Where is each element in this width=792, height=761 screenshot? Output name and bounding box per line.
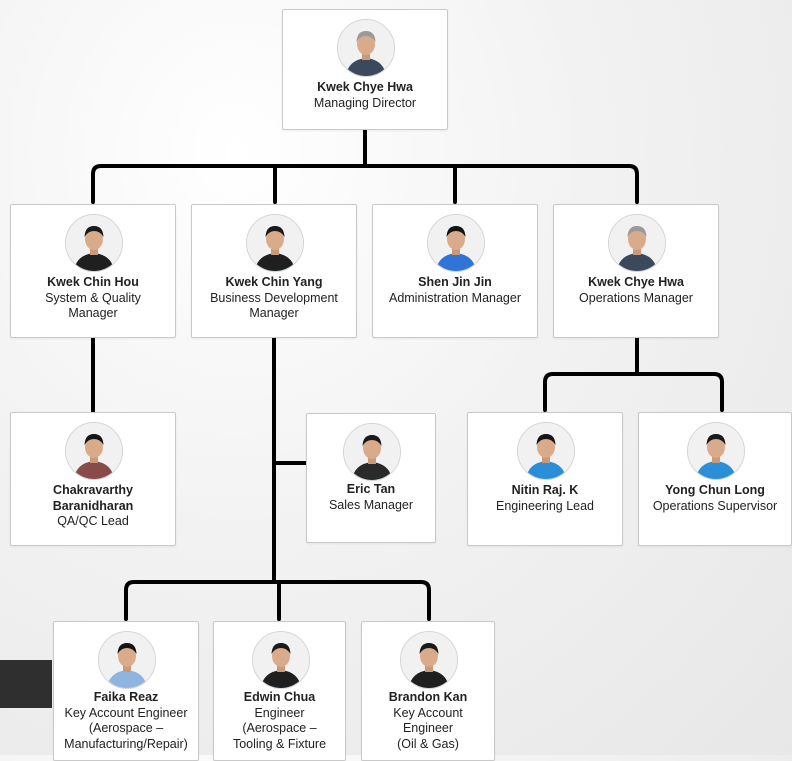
card-system-quality-manager: Kwek Chin Hou System & Quality Manager bbox=[10, 204, 176, 338]
card-key-account-engineer-aerospace: Faika Reaz Key Account Engineer (Aerospa… bbox=[53, 621, 199, 761]
avatar-photo bbox=[337, 19, 395, 77]
connector-top-bar bbox=[91, 164, 639, 204]
person-name: Kwek Chye Hwa bbox=[588, 275, 684, 289]
person-portrait-icon bbox=[518, 423, 574, 479]
card-operations-supervisor: Yong Chun Long Operations Supervisor bbox=[638, 412, 792, 546]
person-role: Key Account Engineer (Aerospace – Manufa… bbox=[64, 705, 188, 751]
person-role: Business Development Manager bbox=[210, 290, 338, 321]
card-engineer-tooling: Edwin Chua Engineer (Aerospace – Tooling… bbox=[213, 621, 346, 761]
person-name: Nitin Raj. K bbox=[511, 483, 579, 497]
avatar-photo bbox=[98, 631, 156, 689]
person-name: Yong Chun Long bbox=[665, 483, 765, 497]
avatar-photo bbox=[400, 631, 458, 689]
person-portrait-icon bbox=[247, 215, 303, 271]
card-sales-manager: Eric Tan Sales Manager bbox=[306, 413, 436, 543]
card-key-account-engineer-oil-gas: Brandon Kan Key Account Engineer (Oil & … bbox=[361, 621, 495, 761]
person-name: Kwek Chye Hwa bbox=[317, 80, 413, 94]
avatar-photo bbox=[427, 214, 485, 272]
person-portrait-icon bbox=[609, 215, 665, 271]
person-role: Administration Manager bbox=[388, 290, 521, 305]
person-role: System & Quality Manager bbox=[45, 290, 141, 321]
avatar-photo bbox=[65, 422, 123, 480]
person-name: Eric Tan bbox=[346, 482, 396, 496]
person-role: Engineer (Aerospace – Tooling & Fixture bbox=[232, 705, 327, 751]
person-role: Key Account Engineer (Oil & Gas) bbox=[393, 705, 463, 751]
person-name: Kwek Chin Yang bbox=[225, 275, 323, 289]
avatar-photo bbox=[251, 631, 310, 689]
person-role: Sales Manager bbox=[328, 497, 414, 512]
person-portrait-icon bbox=[688, 423, 744, 479]
person-role: Operations Manager bbox=[579, 290, 693, 305]
connector-ops-bar bbox=[543, 372, 724, 412]
card-business-development-manager: Kwek Chin Yang Business Development Mana… bbox=[191, 204, 357, 338]
avatar-photo bbox=[246, 214, 304, 272]
dark-side-tab bbox=[0, 660, 52, 708]
card-qa-qc-lead: Chakravarthy Baranidharan QA/QC Lead bbox=[10, 412, 176, 546]
person-portrait-icon bbox=[252, 632, 309, 688]
card-administration-manager: Shen Jin Jin Administration Manager bbox=[372, 204, 538, 338]
avatar-photo bbox=[65, 214, 123, 272]
person-name: Brandon Kan bbox=[388, 690, 468, 704]
card-operations-manager: Kwek Chye Hwa Operations Manager bbox=[553, 204, 719, 338]
person-name: Chakravarthy Baranidharan bbox=[52, 483, 134, 513]
person-portrait-icon bbox=[99, 632, 155, 688]
person-role: QA/QC Lead bbox=[57, 514, 129, 528]
person-role: Managing Director bbox=[313, 95, 417, 110]
card-managing-director: Kwek Chye Hwa Managing Director bbox=[282, 9, 448, 130]
card-engineering-lead: Nitin Raj. K Engineering Lead bbox=[467, 412, 623, 546]
avatar-photo bbox=[343, 423, 401, 481]
avatar-photo bbox=[517, 422, 575, 480]
person-portrait-icon bbox=[344, 424, 400, 480]
person-name: Kwek Chin Hou bbox=[47, 275, 139, 289]
avatar-photo bbox=[608, 214, 666, 272]
person-portrait-icon bbox=[66, 215, 122, 271]
person-portrait-icon bbox=[401, 632, 457, 688]
person-portrait-icon bbox=[428, 215, 484, 271]
person-name: Edwin Chua bbox=[243, 690, 316, 704]
person-portrait-icon bbox=[66, 423, 122, 479]
person-name: Shen Jin Jin bbox=[418, 275, 492, 289]
person-name: Faika Reaz bbox=[93, 690, 159, 704]
person-role: Operations Supervisor bbox=[652, 498, 778, 513]
person-role: Engineering Lead bbox=[496, 498, 594, 513]
avatar-photo bbox=[687, 422, 745, 480]
person-portrait-icon bbox=[338, 20, 394, 76]
